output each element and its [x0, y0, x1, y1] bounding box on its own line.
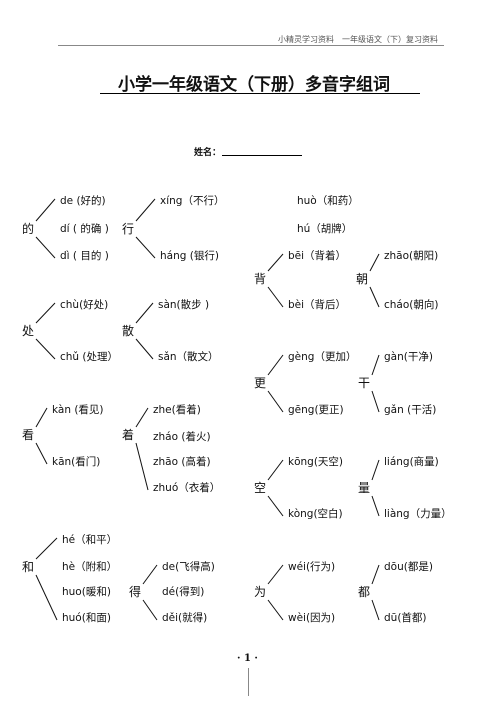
bracket-line — [371, 390, 380, 413]
reading-entry: gàn(干净) — [384, 351, 433, 363]
footer-rule — [248, 668, 249, 696]
bracket-line — [35, 537, 58, 560]
reading-entry: hé（和平） — [62, 534, 118, 546]
bracket-line — [35, 407, 48, 428]
reading-entry: háng (银行) — [160, 250, 219, 262]
name-label: 姓名： — [194, 148, 222, 158]
bracket-line — [35, 338, 56, 360]
reading-entry: kān(看门) — [52, 456, 101, 468]
reading-entry: děi(就得) — [162, 612, 208, 624]
reading-entry: liáng(商量) — [384, 456, 439, 468]
reading-entry: wèi(因为) — [288, 612, 336, 624]
bracket-line — [371, 354, 380, 376]
title-underline — [100, 93, 420, 94]
bracket-line — [35, 574, 58, 621]
group-character: 着 — [122, 428, 135, 442]
reading-entry: huo(暖和) — [62, 586, 111, 598]
group-character: 的 — [22, 222, 35, 236]
bracket-line — [35, 442, 48, 465]
reading-entry: huó(和面) — [62, 612, 111, 624]
group-character: 朝 — [356, 272, 369, 286]
bracket-line — [267, 599, 284, 621]
reading-entry: wéi(行为) — [288, 561, 336, 573]
reading-entry: bēi（背着） — [288, 250, 347, 262]
reading-entry: dí ( 的确 ) — [60, 223, 109, 235]
reading-entry: de(飞得高) — [162, 561, 215, 573]
page-header: 小精灵学习资料一年级语文（下）复习资料 — [270, 34, 438, 45]
group-character: 和 — [22, 560, 35, 574]
page-title: 小学一年级语文（下册）多音字组词 — [118, 75, 390, 95]
header-rule — [58, 45, 444, 46]
reading-entry: kòng(空白) — [288, 508, 343, 520]
reading-entry: zhe(看着) — [153, 404, 201, 416]
reading-entry: xíng（不行） — [160, 195, 225, 207]
reading-entry: dū(首都) — [384, 612, 427, 624]
reading-entry: kōng(天空) — [288, 456, 344, 468]
bracket-line — [369, 253, 380, 272]
bracket-line — [267, 354, 284, 376]
bracket-line — [267, 495, 284, 517]
bracket-line — [371, 599, 380, 621]
group-character: 更 — [254, 376, 267, 390]
group-character: 量 — [358, 481, 371, 495]
reading-entry: gēng(更正) — [288, 404, 344, 416]
reading-entry: de (好的) — [60, 195, 106, 207]
bracket-line — [267, 459, 284, 481]
bracket-line — [267, 390, 284, 413]
group-character: 背 — [254, 272, 267, 286]
group-character: 看 — [22, 428, 35, 442]
bracket-line — [135, 338, 154, 360]
page-number: · 1 · — [237, 653, 258, 664]
group-character: 散 — [122, 324, 135, 338]
reading-entry: bèi（背后） — [288, 299, 347, 311]
group-character: 行 — [122, 222, 135, 236]
group-character: 都 — [358, 585, 371, 599]
reading-entry: gǎn (干活) — [384, 404, 437, 416]
bracket-line — [135, 442, 149, 491]
reading-entry: kàn (看见) — [52, 404, 104, 416]
group-character: 空 — [254, 481, 267, 495]
bracket-line — [267, 253, 284, 272]
bracket-line — [35, 236, 56, 259]
group-character: 干 — [358, 376, 371, 390]
reading-entry: dé(得到) — [162, 586, 205, 598]
group-character: 为 — [254, 585, 267, 599]
bracket-line — [371, 495, 380, 517]
header-left: 小精灵学习资料 — [278, 35, 334, 44]
reading-entry: huò（和药） — [297, 195, 359, 207]
bracket-line — [135, 198, 156, 222]
header-right: 一年级语文（下）复习资料 — [342, 35, 438, 44]
bracket-line — [371, 459, 380, 481]
bracket-line — [267, 564, 284, 585]
bracket-line — [135, 302, 154, 324]
reading-entry: chǔ (处理） — [60, 351, 119, 363]
reading-entry: zhāo(朝阳) — [384, 250, 439, 262]
bracket-line — [35, 302, 56, 324]
reading-entry: chù(好处) — [60, 299, 109, 311]
bracket-line — [142, 564, 158, 585]
bracket-line — [135, 236, 156, 259]
reading-entry: hú（胡牌） — [297, 223, 353, 235]
reading-entry: dōu(都是) — [384, 561, 433, 573]
reading-entry: zháo (着火) — [153, 431, 211, 443]
reading-entry: liàng（力量） — [384, 508, 452, 520]
group-character: 得 — [129, 585, 142, 599]
reading-entry: hè（附和） — [62, 561, 118, 573]
reading-entry: sàn(散步 ) — [158, 299, 210, 311]
bracket-line — [267, 286, 284, 308]
bracket-line — [369, 286, 380, 308]
group-character: 处 — [22, 324, 35, 338]
reading-entry: dì ( 目的 ) — [60, 250, 109, 262]
bracket-line — [135, 407, 149, 428]
reading-entry: cháo(朝向) — [384, 299, 439, 311]
reading-entry: gèng（更加） — [288, 351, 357, 363]
reading-entry: sǎn（散文） — [158, 351, 219, 363]
bracket-line — [371, 564, 380, 585]
bracket-line — [35, 198, 56, 222]
bracket-line — [142, 599, 158, 621]
reading-entry: zhāo (高着) — [153, 456, 211, 468]
name-blank[interactable] — [222, 155, 302, 156]
reading-entry: zhuó（衣着） — [153, 482, 221, 494]
